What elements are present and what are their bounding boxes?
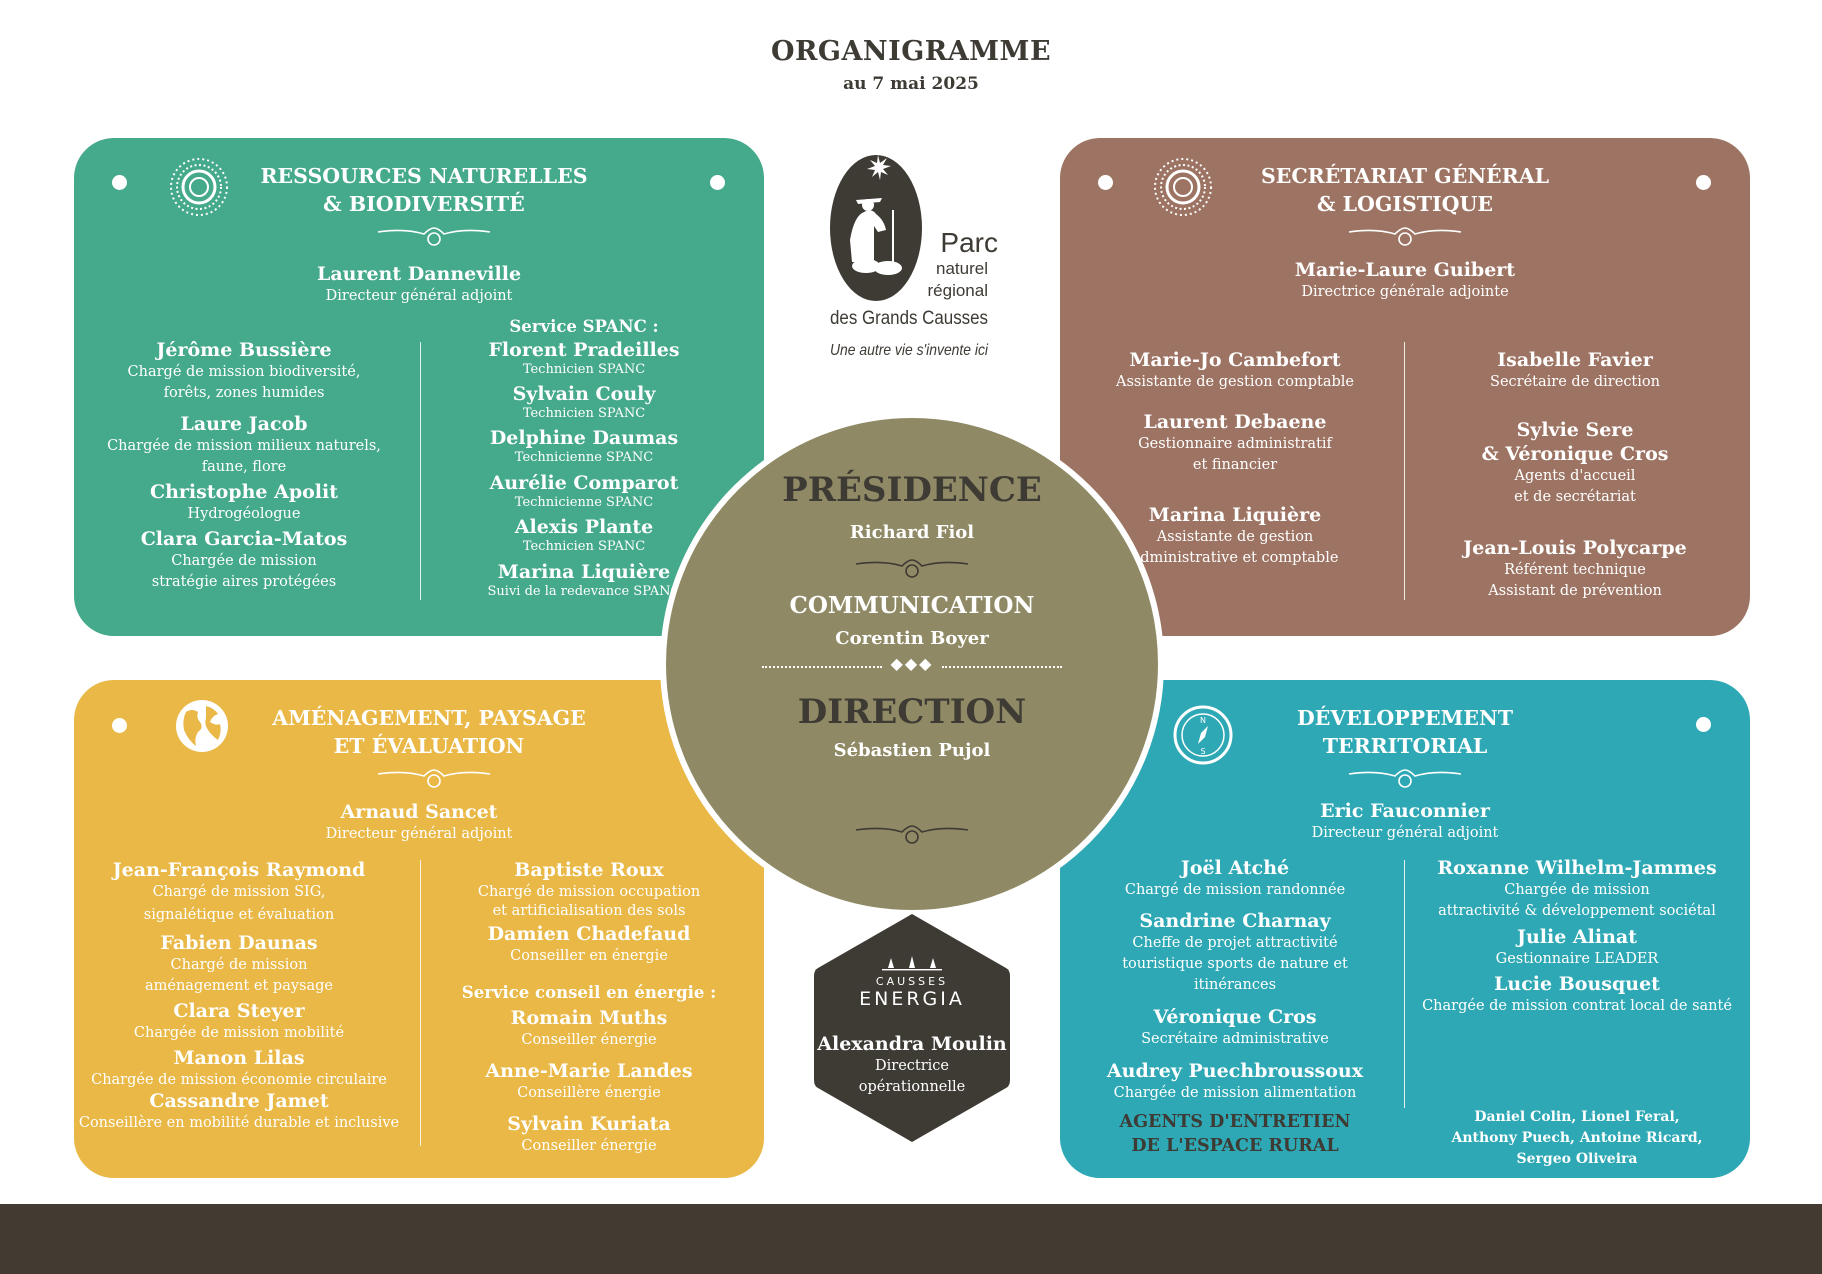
staff-card: Joël Atché Chargé de mission randonnée [1124,857,1346,898]
staff-card: Lucie Bousquet Chargée de mission contra… [1422,973,1732,1014]
direction-circle: PRÉSIDENCE Richard Fiol COMMUNICATION Co… [660,412,1164,916]
staff-card: Isabelle Favier Secrétaire de direction [1490,349,1660,390]
staff-card: Jean-François Raymond Chargé de mission … [112,859,366,923]
staff-card: Cassandre Jamet Conseillère en mobilité … [78,1090,400,1131]
dotted-divider [762,666,882,668]
panel-dot [710,175,725,190]
staff-card: Laurent Debaene Gestionnaire administrat… [1138,411,1332,473]
svg-text:des Grands Causses: des Grands Causses [830,308,988,329]
service-energie-label: Service conseil en énergie : [461,983,717,1002]
footer-band [0,1204,1822,1274]
staff-card: Julie Alinat Gestionnaire LEADER [1495,926,1659,967]
svg-text:Parc: Parc [940,227,998,258]
ornament-divider [855,825,969,844]
ornament-divider [1348,227,1462,246]
ornament-divider [377,227,491,246]
staff-card: Clara Steyer Chargée de mission mobilité [133,1000,345,1041]
ornament-divider [855,559,969,578]
panel-title: SECRÉTARIAT GÉNÉRAL& LOGISTIQUE [1260,164,1550,216]
globe-icon [176,700,228,752]
page-title: ORGANIGRAMME [770,36,1052,67]
staff-card: Baptiste Roux Chargé de mission occupati… [477,859,701,919]
staff-card: Clara Garcia-Matos Chargée de mission st… [140,528,348,590]
svg-text:Une autre vie s'invente ici: Une autre vie s'invente ici [830,342,988,359]
staff-card: Damien Chadefaud Conseiller en énergie [487,923,691,964]
staff-card: Roxanne Wilhelm-Jammes Chargée de missio… [1437,857,1717,919]
staff-card: Fabien Daunas Chargé de mission aménagem… [144,932,333,994]
panel-ressources-naturelles: RESSOURCES NATURELLES& BIODIVERSITÉ Laur… [74,138,764,636]
staff-card: Sylvie Sere & Véronique Cros Agents d'ac… [1481,419,1669,505]
panel-dot [112,718,127,733]
parc-emblem: Parc naturel régional des Grands Causses… [830,155,998,359]
energia-director: Alexandra Moulin Directrice opérationnel… [817,1033,1007,1095]
staff-card: Marie-Jo Cambefort Assistante de gestion… [1115,349,1355,390]
svg-text:CAUSSES: CAUSSES [876,975,948,988]
hexagon-shape: CAUSSES ENERGIA [814,914,1010,1142]
staff-card: Manon Lilas Chargée de mission économie … [91,1047,387,1088]
staff-card: Christophe Apolit Hydrogéologue [149,481,339,522]
column-separator [1404,342,1405,600]
ornament-divider [377,769,491,788]
svg-text:S: S [1200,747,1205,756]
column-separator [420,860,421,1146]
communication-title: COMMUNICATION [789,592,1035,619]
director-block: Marie-Laure Guibert Directrice générale … [1294,259,1516,300]
column-separator [1404,860,1405,1108]
staff-card: Sylvain Kuriata Conseiller énergie [507,1113,671,1154]
agents-title: AGENTS D'ENTRETIEN DE L'ESPACE RURAL [1119,1112,1351,1156]
director-block: Laurent Danneville Directeur général adj… [316,263,522,304]
service-spanc-label: Service SPANC : [509,317,659,336]
page-date: au 7 mai 2025 [843,74,979,94]
agents-list: Daniel Colin, Lionel Feral, Anthony Puec… [1451,1109,1703,1167]
direction-name: Sébastien Pujol [833,740,991,761]
dotted-divider [942,666,1062,668]
staff-card: Sandrine Charnay Cheffe de projet attrac… [1122,910,1348,993]
staff-card: Romain Muths Conseiller énergie [510,1007,668,1048]
svg-text:N: N [1200,716,1206,725]
panel-title: RESSOURCES NATURELLES& BIODIVERSITÉ [260,164,588,216]
panel-secretariat-general: SECRÉTARIAT GÉNÉRAL& LOGISTIQUE Marie-La… [1060,138,1750,636]
panel-dot [1098,175,1113,190]
staff-card: Véronique Cros Secrétaire administrative [1141,1006,1329,1047]
svg-text:naturel: naturel [936,259,988,278]
staff-card: Anne-Marie Landes Conseillère énergie [485,1060,693,1101]
communication-name: Corentin Boyer [835,628,989,649]
staff-card: Jérôme Bussière Chargé de mission biodiv… [127,339,361,401]
panel-dot [1696,175,1711,190]
sun-icon [1154,158,1212,216]
parc-logo: Parc naturel régional des Grands Causses… [826,150,1006,365]
staff-card: Marina Liquière Assistante de gestion ad… [1131,504,1339,566]
director-block: Eric Fauconnier Directeur général adjoin… [1311,800,1499,841]
diamond-divider: ◆◆◆ [890,654,934,673]
ornament-divider [1348,769,1462,788]
svg-text:ENERGIA: ENERGIA [859,988,965,1010]
staff-card: Audrey Puechbroussoux Chargée de mission… [1106,1060,1364,1101]
column-separator [420,342,421,600]
sun-icon [170,158,228,216]
panel-dot [112,175,127,190]
director-block: Arnaud Sancet Directeur général adjoint [325,801,513,842]
causses-energia-card: CAUSSES ENERGIA Alexandra Moulin Directr… [812,912,1012,1144]
staff-card: Jean-Louis Polycarpe Référent technique … [1463,537,1687,599]
direction-title: DIRECTION [797,692,1027,732]
svg-text:régional: régional [928,281,989,300]
staff-card: Laure Jacob Chargée de mission milieux n… [107,413,381,475]
panel-dot [1696,717,1711,732]
presidence-name: Richard Fiol [849,522,975,543]
presidence-title: PRÉSIDENCE [782,470,1042,510]
compass-icon: N S [1173,705,1233,765]
